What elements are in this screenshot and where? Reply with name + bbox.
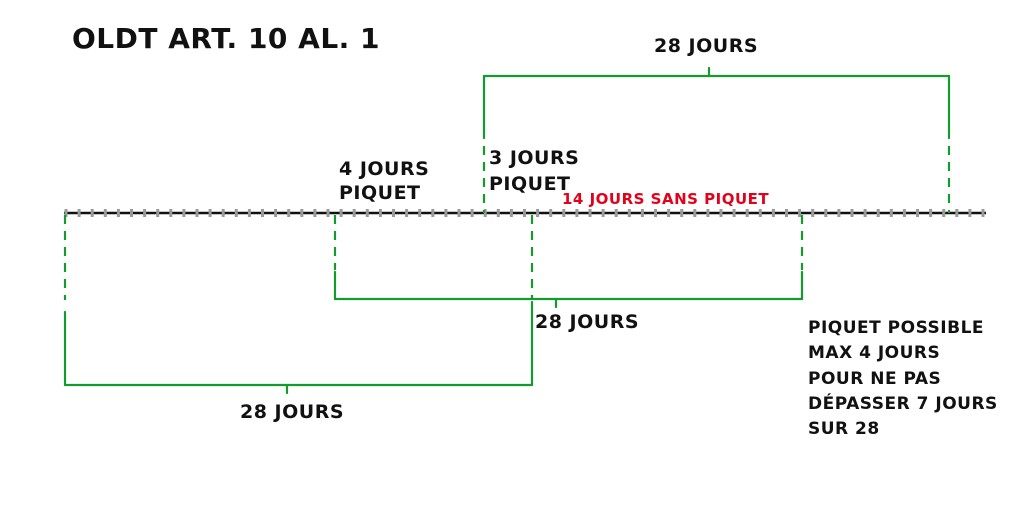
axis-tick [968,209,972,217]
axis-tick [378,209,382,217]
note-line-2: MAX 4 JOURS [808,343,940,363]
axis-tick [601,209,605,217]
diagram-title: OLDT ART. 10 AL. 1 [72,22,380,55]
axis-tick [627,209,631,217]
axis-tick [313,209,317,217]
axis-tick [785,209,788,217]
axis-tick [562,209,566,217]
axis-tick [182,209,186,217]
axis-tick [444,209,448,217]
axis-tick [77,209,81,217]
axis-tick [326,209,330,217]
duty-label-3-days-line1: 3 JOURS [489,147,579,169]
axis-tick [470,209,474,217]
axis-tick [405,209,409,217]
axis-tick [90,209,94,217]
duty-label-4-days-line1: 4 JOURS [339,158,429,180]
axis-tick [588,209,592,217]
axis-tick [483,209,487,217]
axis-tick [837,209,841,217]
axis-tick [195,209,199,217]
axis-tick [942,209,946,217]
axis-tick [614,209,618,217]
axis-tick [798,209,802,217]
axis-tick [706,209,710,217]
bracket-middle-28-days: 28 JOURS [333,215,804,333]
note-line-1: PIQUET POSSIBLE [808,318,984,338]
axis-tick [457,209,461,217]
axis-tick [496,209,500,217]
axis-tick [234,209,238,217]
axis-tick [274,209,278,217]
axis-tick [719,209,723,217]
axis-tick [863,209,867,217]
axis-tick [64,209,68,217]
axis-tick [850,209,854,217]
axis-tick [824,209,828,217]
duty-label-4-days-line2: PIQUET [339,182,421,204]
axis-tick [116,209,120,217]
span-label-top: 28 JOURS [654,35,758,57]
axis-tick [680,209,684,217]
axis-tick [745,209,749,217]
axis-tick [758,209,762,217]
axis-tick [300,209,304,217]
axis-tick [261,209,264,217]
axis-tick [392,209,395,217]
axis-tick [247,209,251,217]
axis-ticks [64,209,985,217]
axis-tick [287,209,291,217]
duty-label-4-days: 4 JOURS PIQUET [339,158,429,204]
duty-label-3-days-line2: PIQUET [489,173,571,195]
note-line-4: DÉPASSER 7 JOURS [808,392,998,414]
timeline-axis [64,209,986,217]
axis-tick [575,209,579,217]
axis-tick [771,209,775,217]
axis-tick [902,209,906,217]
axis-tick [103,209,107,217]
axis-tick [143,209,147,217]
axis-tick [929,209,933,217]
axis-tick [536,209,540,217]
axis-tick [811,209,815,217]
duty-label-3-days: 3 JOURS PIQUET [489,147,579,195]
axis-tick [352,209,356,217]
axis-tick [509,209,513,217]
bracket-bottom-28-days: 28 JOURS [63,215,534,423]
explanation-note: PIQUET POSSIBLE MAX 4 JOURS POUR NE PAS … [808,318,998,439]
axis-tick [221,209,225,217]
note-line-3: POUR NE PAS [808,369,941,389]
axis-tick [876,209,880,217]
axis-tick [431,209,435,217]
axis-tick [654,209,657,217]
axis-tick [981,209,985,217]
axis-tick [916,209,919,217]
axis-tick [732,209,736,217]
axis-tick [339,209,343,217]
bracket-top-28-days: 28 JOURS [482,35,951,213]
axis-tick [130,209,133,217]
axis-tick [169,209,173,217]
without-duty-label: 14 JOURS SANS PIQUET [562,190,769,208]
axis-tick [640,209,644,217]
axis-tick [523,209,526,217]
note-line-5: SUR 28 [808,419,880,439]
axis-tick [955,209,959,217]
axis-tick [208,209,212,217]
span-label-bottom: 28 JOURS [240,401,344,423]
span-label-middle: 28 JOURS [535,311,639,333]
axis-tick [365,209,369,217]
axis-tick [418,209,422,217]
axis-tick [667,209,671,217]
axis-tick [549,209,553,217]
axis-tick [889,209,893,217]
axis-tick [693,209,697,217]
axis-tick [156,209,160,217]
